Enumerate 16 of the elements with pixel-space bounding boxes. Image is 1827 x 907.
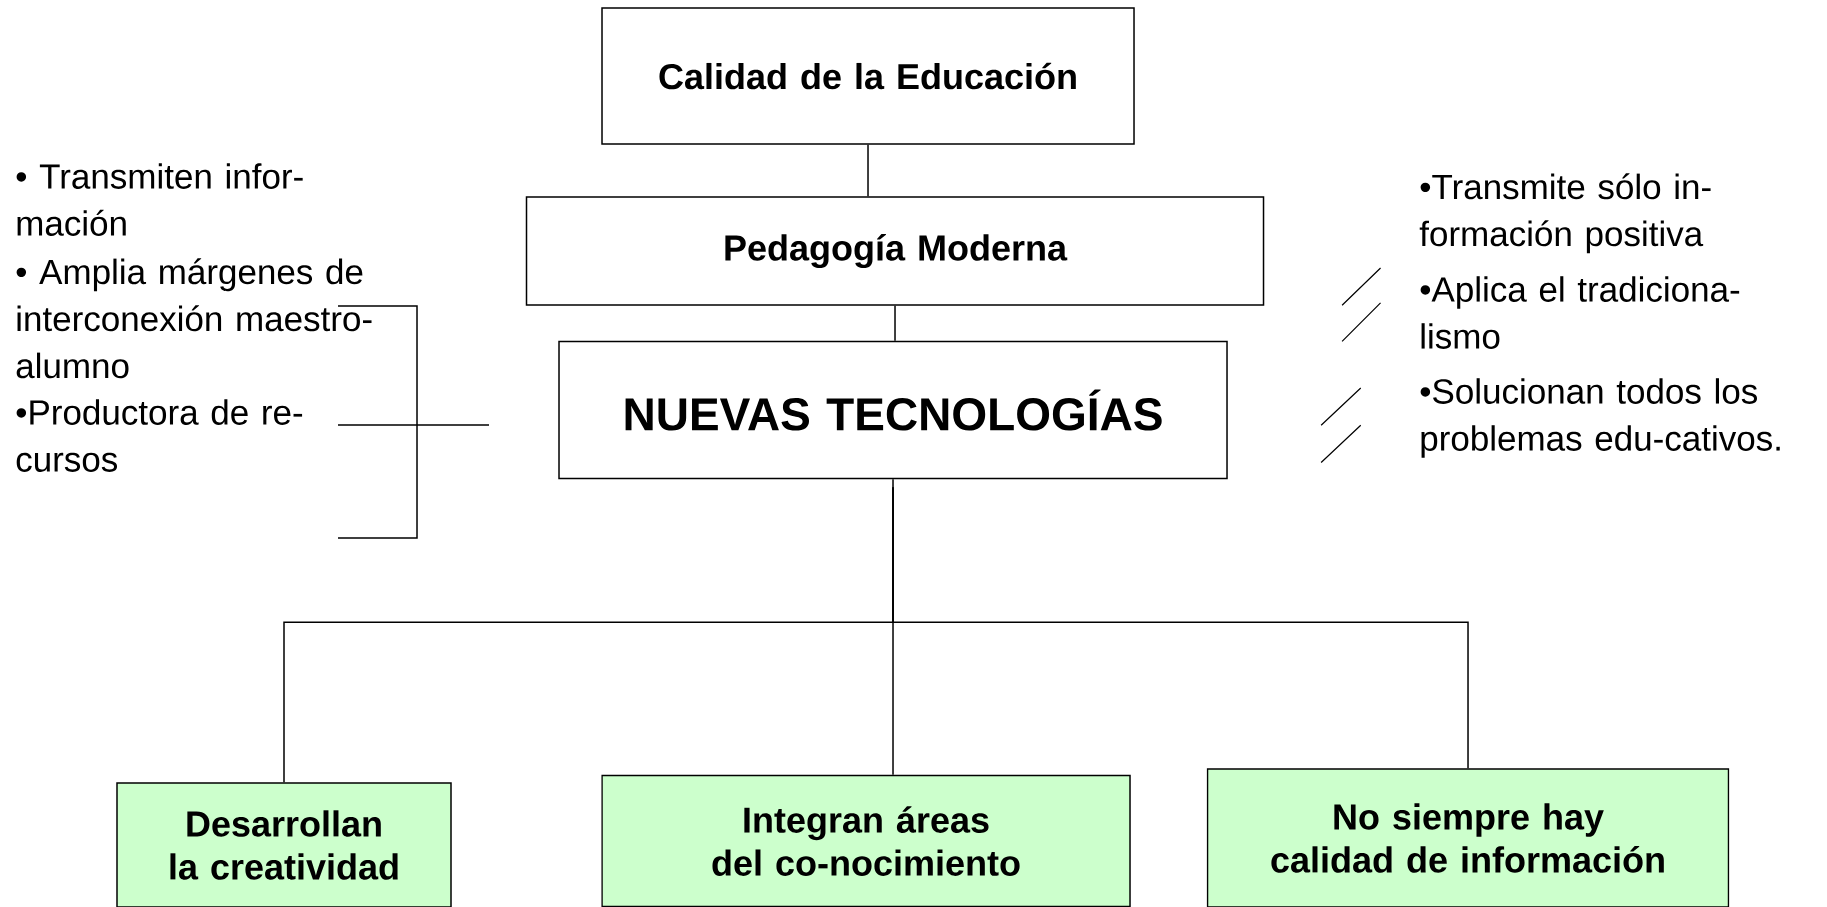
connector-line	[894, 305, 896, 342]
connector-line	[867, 144, 869, 197]
connector-line	[892, 486, 1469, 769]
process-box: Pedagogía Moderna	[525, 196, 1265, 306]
bullet-text: •Solucionan todos los problemas edu-cativos.	[1420, 378, 1780, 458]
bullet-text: • Transmiten infor-mación	[16, 163, 303, 236]
bullet-text: •Transmite sólo in-formación positiva	[1419, 173, 1711, 254]
process-box: No siempre hay calidad de información	[1206, 768, 1730, 907]
bullet-text: •Aplica el tradiciona-lismo	[1420, 276, 1740, 349]
bullet-text: • Amplia márgenes de interconexión maestro-alumno	[16, 258, 372, 379]
connector-line	[892, 478, 894, 776]
process-box: NUEVAS TECNOLOGÍAS	[558, 340, 1228, 480]
process-box: Calidad de la Educación	[601, 7, 1135, 145]
process-box: Integran áreas del co-nocimiento	[601, 774, 1131, 907]
process-box: Desarrollan la creatividad	[116, 782, 452, 907]
bullet-text: •Productora de re-cursos	[16, 399, 303, 472]
